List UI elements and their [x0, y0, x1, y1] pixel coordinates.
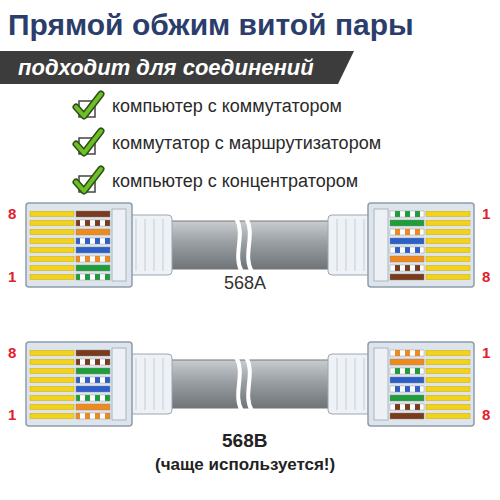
pin-number: 1: [8, 269, 16, 286]
rj45-connector: [328, 203, 474, 287]
pin-number: 8: [8, 345, 16, 362]
pin-number: 1: [482, 345, 490, 362]
rj45-connector: [26, 203, 172, 287]
patch-cable: [26, 342, 474, 426]
title: Прямой обжим витой пары: [8, 8, 414, 41]
check-item: компьютер с концентратором: [112, 172, 358, 192]
check-item: компьютер с коммутатором: [112, 97, 342, 117]
rj45-connector: [328, 342, 474, 426]
standard-name: 568B: [222, 431, 267, 452]
check-mark: [76, 94, 101, 117]
heading-band: подходит для соединений: [0, 51, 354, 84]
pin-number: 8: [482, 269, 490, 286]
pin-number: 1: [482, 206, 490, 223]
check-item: коммутатор с маршрутизатором: [112, 134, 381, 154]
band-text: подходит для соединений: [0, 51, 314, 84]
rj45-connector: [26, 342, 172, 426]
check-mark: [76, 131, 101, 154]
pin-number: 8: [8, 206, 16, 223]
pin-number: 1: [8, 407, 16, 424]
note: (чаще используется!): [155, 456, 335, 475]
standard-name: 568A: [224, 274, 266, 294]
check-mark: [76, 169, 101, 192]
pin-number: 8: [482, 407, 490, 424]
